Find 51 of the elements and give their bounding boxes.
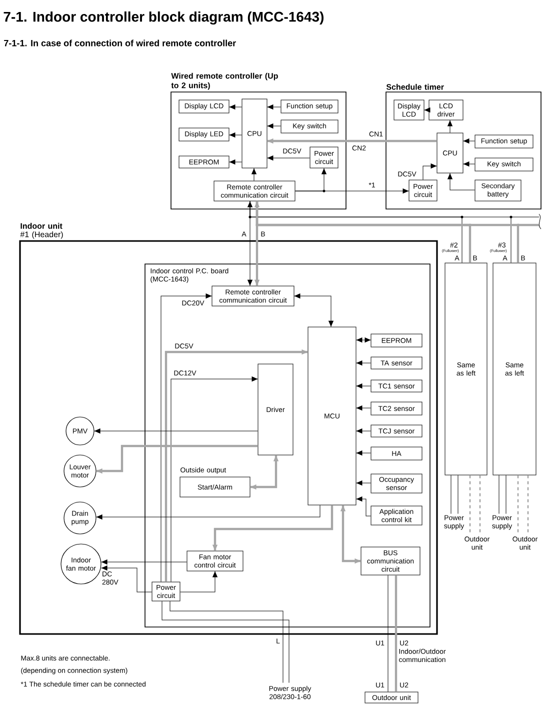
connector-line: [356, 450, 371, 456]
connector-line: [498, 475, 500, 514]
connector-line: [164, 349, 308, 582]
diagram-title: 7-1. Indoor controller block diagram (MCC-1643): [4, 11, 324, 25]
connector-line: [229, 132, 242, 138]
connector-line: [229, 104, 242, 110]
connector-line: [212, 505, 334, 551]
subtitle: 7-1-1. In case of connection of wired remote controller: [4, 40, 236, 46]
connector-line: [527, 475, 529, 534]
connector-line: [356, 405, 371, 411]
connector-line: [247, 201, 253, 286]
connector-line: [463, 161, 475, 167]
connector-line: [463, 138, 475, 144]
connector-line: [96, 505, 320, 520]
connector-line: [356, 480, 371, 486]
connector-line: [251, 168, 257, 181]
connector-line: [267, 138, 437, 144]
connector-line: [170, 376, 258, 582]
connector-line: [422, 163, 437, 180]
connector-line: [101, 565, 152, 592]
connector-line: [356, 360, 371, 366]
connector-line: [94, 428, 258, 434]
connector-line: [479, 475, 481, 534]
connector-line: [96, 444, 258, 474]
node-label: #1 (Header): [20, 231, 63, 239]
connector-line: [267, 123, 281, 129]
connector-line: [356, 337, 371, 343]
connector-line: [450, 475, 452, 514]
connector-line: [356, 428, 371, 434]
connector-line: [295, 188, 409, 194]
connector-line: [160, 293, 212, 582]
connector-line: [356, 496, 371, 516]
connector-line: [180, 571, 218, 592]
node-label: Wired remote controller (Up to 2 units): [171, 72, 278, 90]
connector-line: [254, 201, 260, 286]
connector-line: [394, 575, 398, 692]
connector-line: [101, 559, 187, 565]
connector-line: [267, 155, 310, 161]
connector-line: [447, 120, 453, 133]
connector-line: [424, 107, 430, 113]
connector-line: [250, 455, 279, 490]
connector-line: [267, 104, 281, 110]
connector-line: [356, 383, 371, 389]
node-label: Schedule timer: [386, 84, 444, 90]
connector-line: [340, 505, 361, 564]
connector-line: [447, 173, 475, 190]
connector-line: [517, 475, 519, 534]
connector-line: [229, 159, 242, 165]
node-label: Indoor unit: [20, 222, 62, 229]
connector-line: [469, 475, 471, 534]
connector-line: [294, 293, 334, 327]
